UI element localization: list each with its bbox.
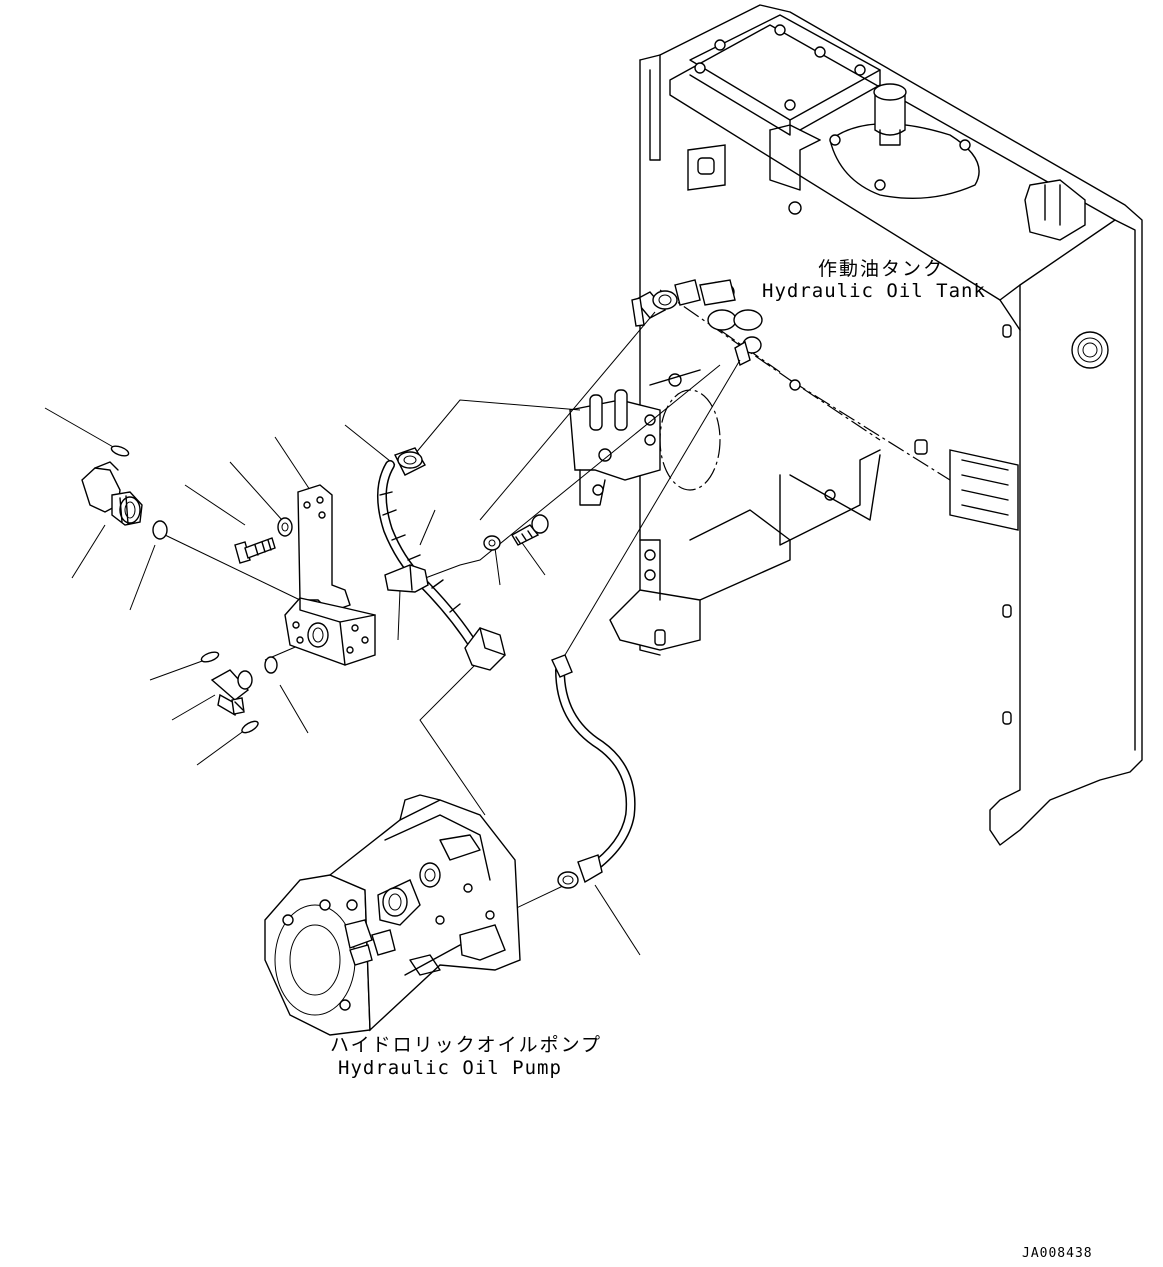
o-ring-2 bbox=[264, 656, 278, 674]
suction-hose bbox=[376, 447, 506, 671]
bolt-1 bbox=[234, 537, 276, 564]
pump-label-en: Hydraulic Oil Pump bbox=[338, 1057, 562, 1079]
drawing-id: JA008438 bbox=[1022, 1246, 1093, 1261]
tank-label-en: Hydraulic Oil Tank bbox=[762, 280, 986, 302]
mounting-bracket bbox=[284, 484, 376, 666]
washer-2 bbox=[483, 535, 501, 551]
elbow-fitting bbox=[81, 461, 143, 526]
hydraulic-oil-pump bbox=[264, 794, 521, 1036]
tee-fitting bbox=[210, 669, 253, 717]
o-ring-1 bbox=[152, 520, 168, 540]
bolt-2 bbox=[511, 514, 549, 546]
drain-hose bbox=[551, 654, 636, 889]
tank-label-jp: 作動油タンク bbox=[818, 258, 945, 280]
connection-lines bbox=[164, 311, 741, 931]
hydraulic-oil-tank bbox=[569, 4, 1143, 846]
hose-clamp bbox=[384, 564, 429, 593]
washer-1 bbox=[277, 517, 293, 537]
callout-leaders bbox=[44, 407, 641, 956]
tank-port-fittings bbox=[631, 279, 763, 367]
pump-label-jp: ハイドロリックオイルポンプ bbox=[330, 1034, 603, 1056]
